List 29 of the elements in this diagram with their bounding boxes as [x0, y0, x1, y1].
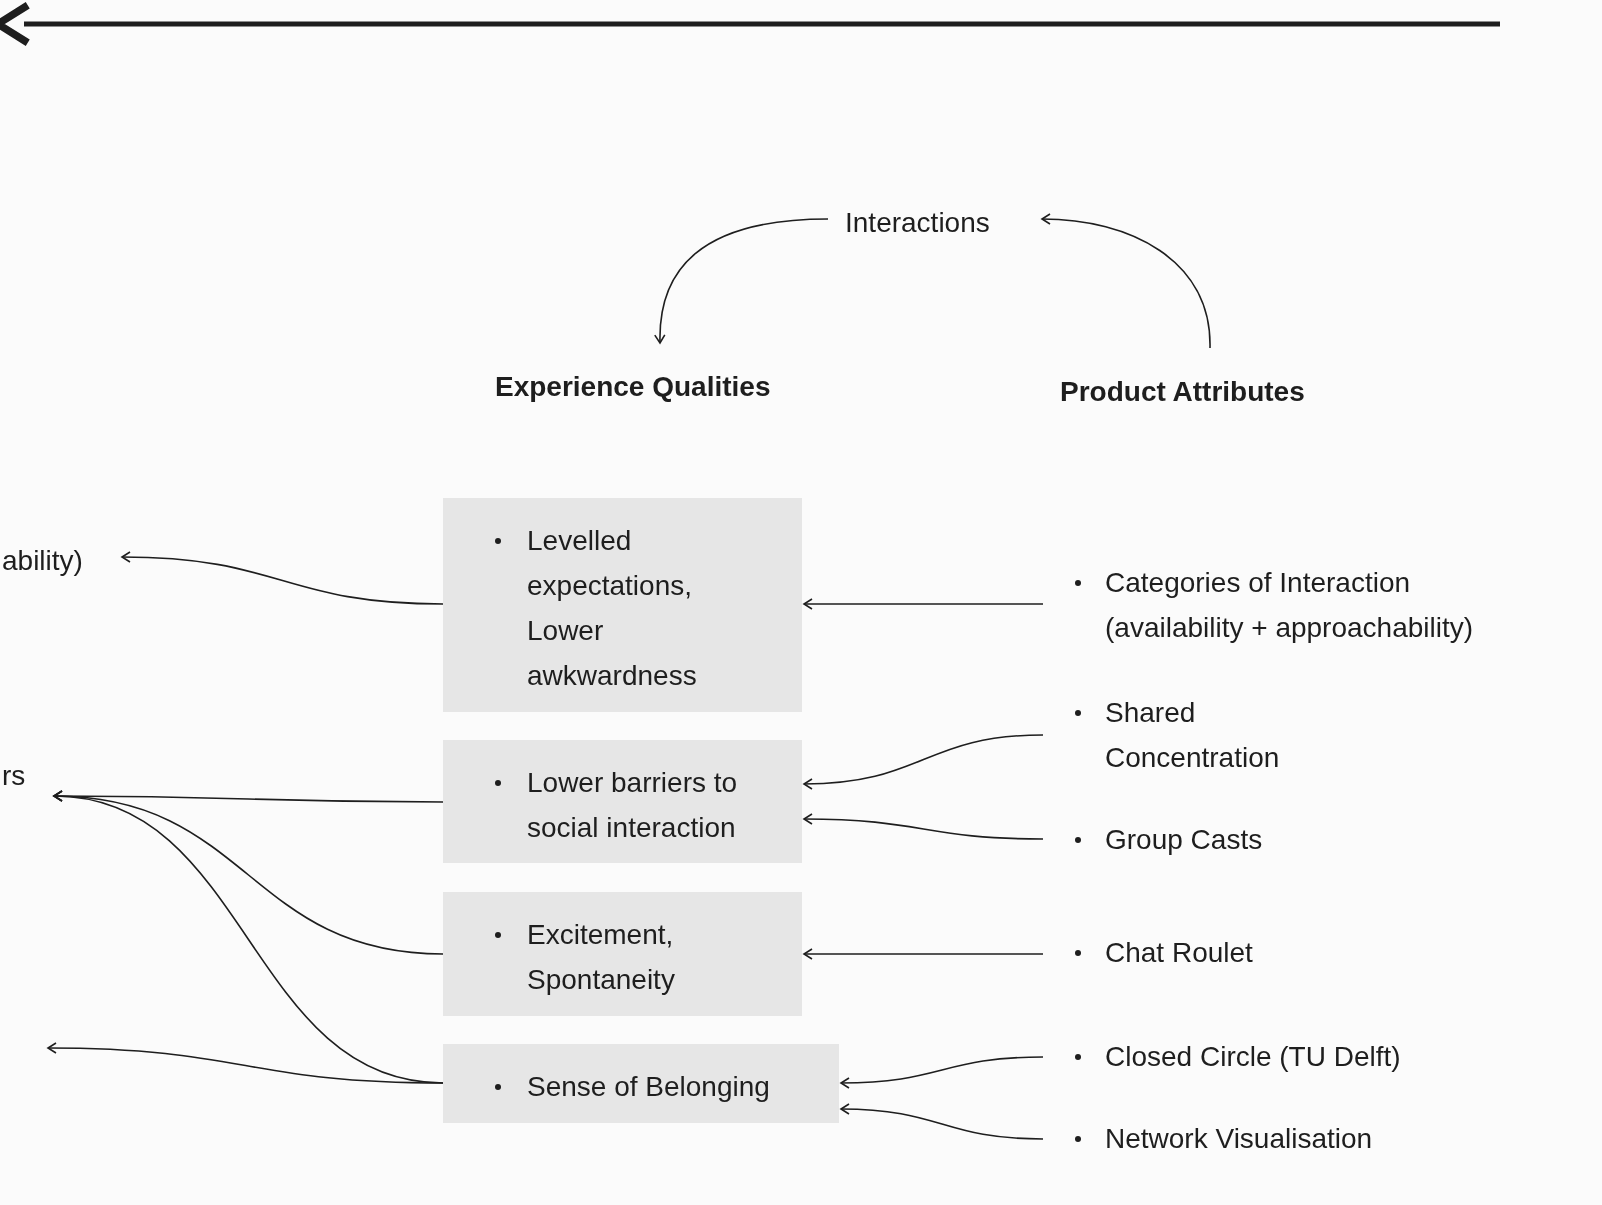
quality-box: [443, 740, 802, 863]
arrow: [840, 1103, 1044, 1140]
arrow: [803, 598, 1044, 610]
attribute-item: Shared Concentration: [1105, 696, 1281, 775]
attribute-item: Network Visualisation: [1105, 1122, 1374, 1156]
attribute-item: Closed Circle (TU Delft): [1105, 1040, 1402, 1074]
quality-text: Lower barriers to social interaction: [527, 766, 739, 845]
attribute-item: Chat Roulet: [1105, 936, 1254, 970]
arrow: [121, 551, 444, 605]
quality-box: [443, 1044, 839, 1123]
outcome-label: ability): [2, 544, 84, 578]
column-heading: Experience Qualities: [495, 370, 772, 404]
quality-text: Excitement, Spontaneity: [527, 918, 676, 997]
column-heading: Product Attributes: [1060, 375, 1306, 409]
arrow: [47, 1042, 444, 1084]
outcome-label: rs: [2, 759, 27, 793]
arrow: [1041, 213, 1211, 349]
stage-label: Interactions: [845, 206, 991, 240]
attribute-item: Group Casts: [1105, 823, 1264, 857]
quality-text: Levelled expectations, Lower awkwardness: [527, 524, 698, 693]
arrow: [840, 1056, 1044, 1089]
attribute-item: Categories of Interaction (availability + approachability): [1105, 566, 1475, 645]
quality-text: Sense of Belonging: [527, 1070, 771, 1104]
arrow: [803, 813, 1044, 840]
quality-box: [443, 892, 802, 1016]
arrow: [654, 218, 829, 344]
arrow: [803, 948, 1044, 960]
quality-box: [443, 498, 802, 712]
arrow: [803, 734, 1044, 790]
